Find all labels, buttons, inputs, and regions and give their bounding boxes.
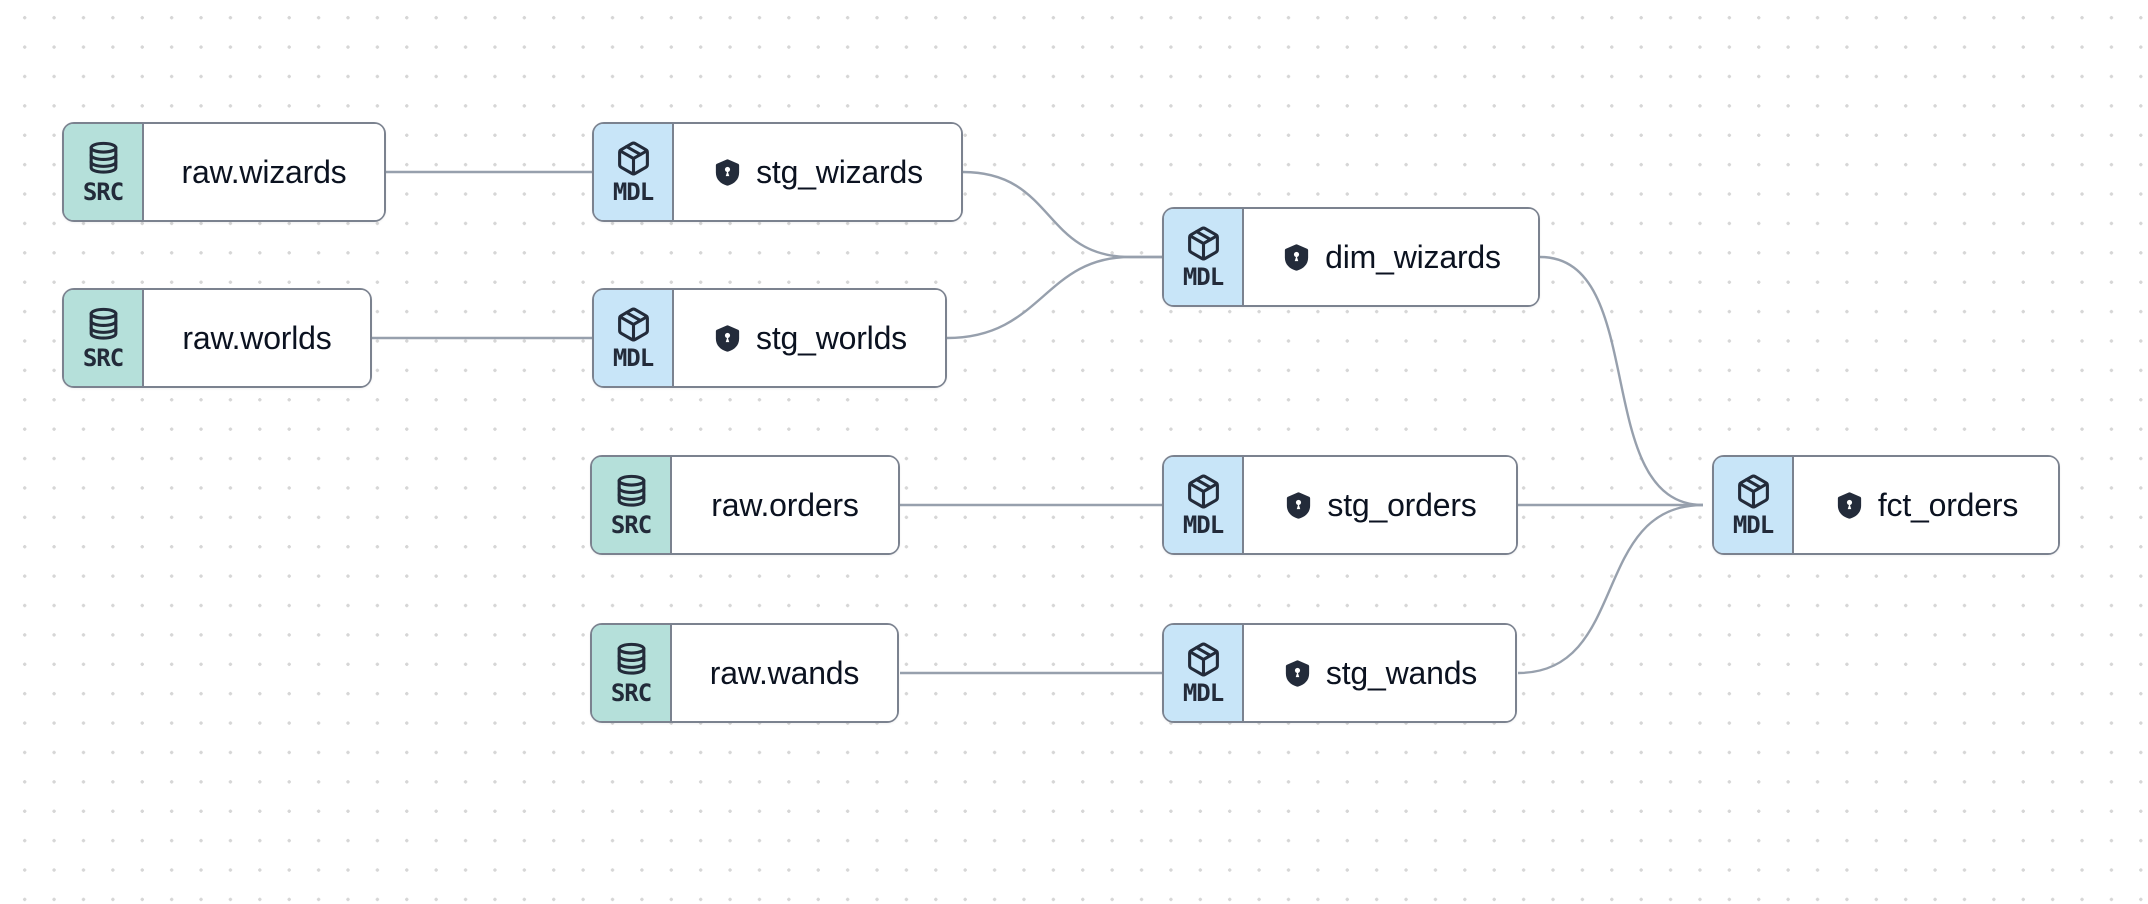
source-badge: SRC [64,290,144,386]
badge-label: MDL [612,178,654,207]
node-stg-wizards[interactable]: MDL stg_wizards [592,122,963,222]
badge-label: MDL [1182,679,1224,708]
node-label-area: raw.worlds [144,290,370,386]
node-label-area: fct_orders [1794,457,2058,553]
model-badge: MDL [1164,457,1244,553]
node-label: stg_wands [1325,654,1478,691]
package-cube-icon [1187,642,1219,677]
edge-stg-wizards-to-dim-wizards [962,170,1162,259]
node-label: stg_worlds [756,319,907,356]
edge-stg-worlds-to-dim-wizards [946,255,1162,340]
source-badge: SRC [592,457,672,553]
node-label-area: raw.wands [672,625,897,721]
node-label-area: stg_wizards [674,124,961,220]
source-badge: SRC [592,625,672,721]
edge-dim-wizards-to-fct-orders [1539,255,1704,507]
shield-lock-icon [1285,659,1310,687]
database-icon [89,308,117,341]
database-icon [89,142,117,175]
node-label: stg_orders [1327,486,1477,523]
node-raw-orders[interactable]: SRC raw.orders [590,455,900,555]
badge-label: SRC [82,178,124,207]
badge-label: SRC [610,511,652,540]
shield-lock-icon [1287,491,1311,519]
node-label-area: raw.wizards [144,124,384,220]
edge-stg-wands-to-fct-orders [1517,503,1704,675]
model-badge: MDL [594,124,674,220]
package-cube-icon [617,307,649,342]
database-icon [617,475,645,508]
model-badge: MDL [1714,457,1794,553]
node-label: raw.wizards [181,153,347,190]
shield-lock-icon [1837,491,1861,519]
source-badge: SRC [64,124,144,220]
node-label: raw.wands [709,654,860,691]
node-raw-wands[interactable]: SRC raw.wands [590,623,899,723]
badge-label: MDL [1182,263,1224,292]
database-icon [617,643,645,676]
node-label-area: stg_worlds [674,290,945,386]
node-fct-orders[interactable]: MDL fct_orders [1712,455,2060,555]
model-badge: MDL [594,290,674,386]
package-cube-icon [1187,226,1219,261]
badge-label: MDL [1182,511,1224,540]
node-raw-wizards[interactable]: SRC raw.wizards [62,122,386,222]
badge-label: SRC [610,679,652,708]
badge-label: MDL [1732,511,1774,540]
node-label: fct_orders [1877,486,2019,523]
node-stg-wands[interactable]: MDL stg_wands [1162,623,1517,723]
model-badge: MDL [1164,625,1244,721]
badge-label: MDL [612,344,654,373]
node-dim-wizards[interactable]: MDL dim_wizards [1162,207,1540,307]
node-label: dim_wizards [1325,238,1501,275]
node-label: raw.worlds [182,319,332,356]
node-stg-orders[interactable]: MDL stg_orders [1162,455,1518,555]
package-cube-icon [1737,474,1769,509]
shield-lock-icon [715,324,740,352]
badge-label: SRC [82,344,124,373]
node-label-area: raw.orders [672,457,898,553]
node-label: stg_wizards [756,153,923,190]
node-label-area: stg_orders [1244,457,1516,553]
shield-lock-icon [1285,243,1309,271]
node-label-area: stg_wands [1244,625,1515,721]
shield-lock-icon [715,158,740,186]
package-cube-icon [1187,474,1219,509]
model-badge: MDL [1164,209,1244,305]
node-stg-worlds[interactable]: MDL stg_worlds [592,288,947,388]
node-label-area: dim_wizards [1244,209,1538,305]
node-raw-worlds[interactable]: SRC raw.worlds [62,288,372,388]
node-label: raw.orders [711,486,859,523]
package-cube-icon [617,141,649,176]
